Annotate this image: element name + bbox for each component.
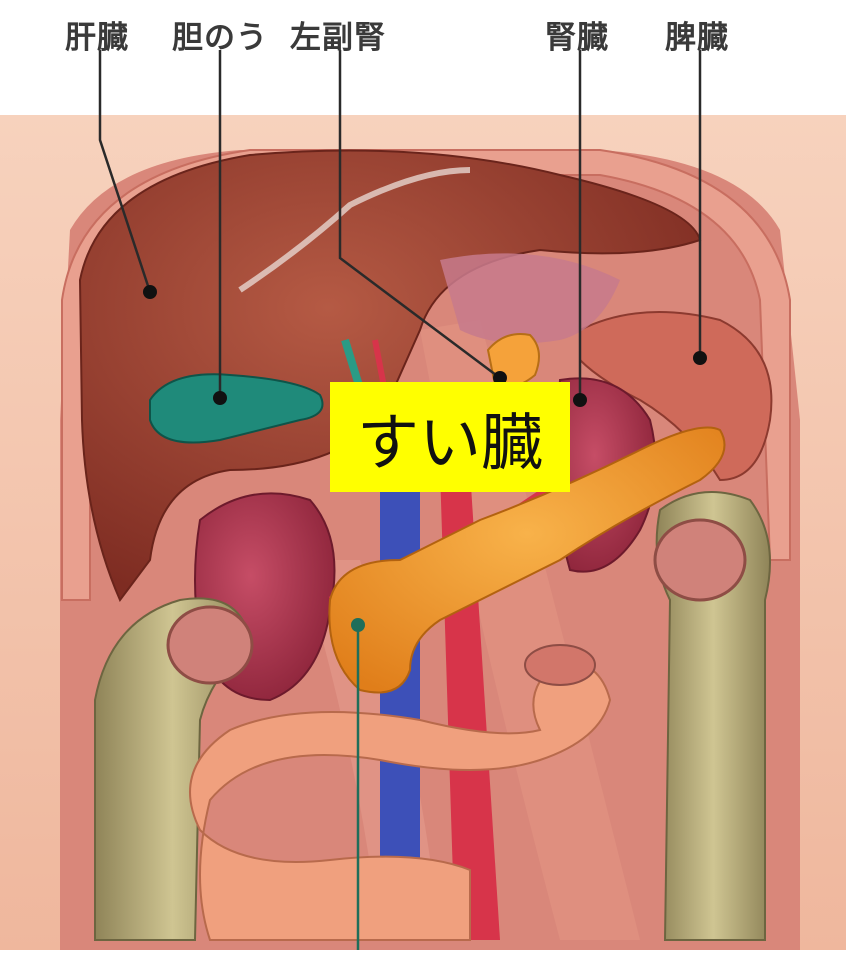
label-adrenal: 左副腎 [290,12,386,57]
colon-opening [655,520,745,600]
marker-spleen [693,351,707,365]
label-gallbladder: 胆のう [172,12,268,57]
marker-gallbladder [213,391,227,405]
marker-liver [143,285,157,299]
marker-pancreas [351,618,365,632]
label-kidney: 腎臓 [545,12,609,57]
marker-kidney [573,393,587,407]
colon-opening [168,607,252,683]
intestine-opening [525,645,595,685]
label-liver: 肝臓 [65,12,129,57]
pancreas-highlight-label: すい臓 [330,382,570,492]
label-spleen: 脾臓 [665,12,729,57]
